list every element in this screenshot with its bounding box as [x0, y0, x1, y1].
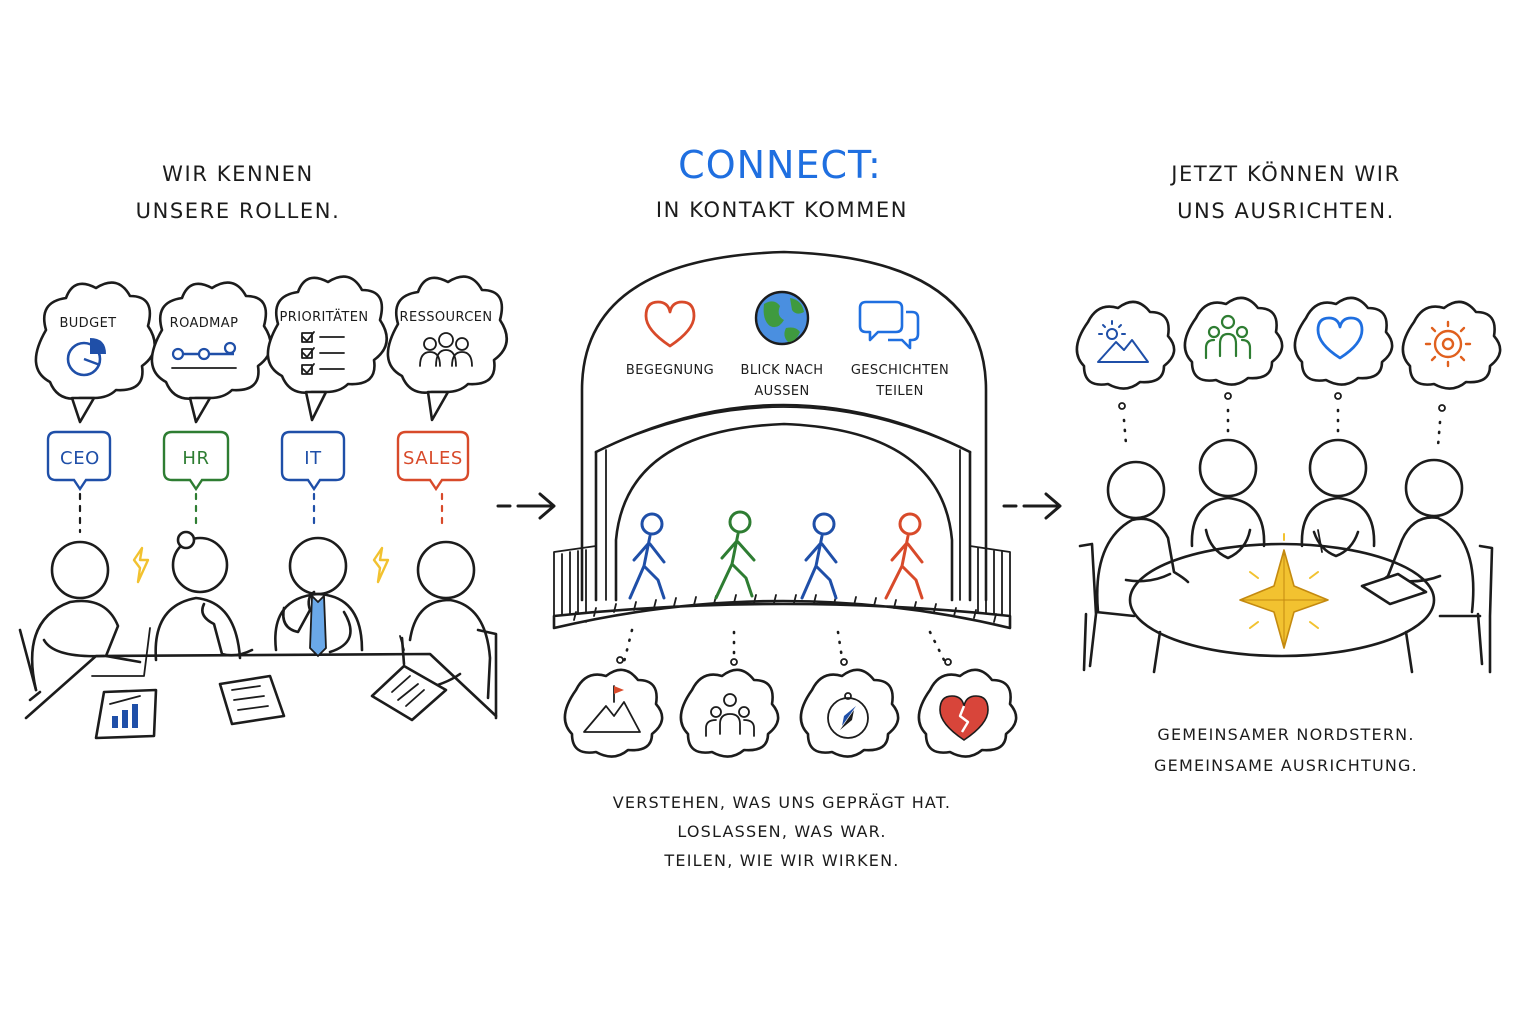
feature-label-outward-2: außen	[754, 384, 809, 399]
mountain-flag-icon	[583, 685, 641, 733]
walker-blue-2	[800, 512, 838, 600]
thought-cloud-priorities: Prioritäten	[266, 275, 388, 422]
thought-label-roadmap: Roadmap	[170, 316, 239, 331]
chair-left	[1078, 542, 1136, 672]
middle-caption-line3: Teilen, wie wir wirken.	[663, 851, 899, 870]
reflection-cloud-heartbreak	[917, 668, 1018, 758]
walker-green	[714, 510, 756, 600]
tablet-icon	[1360, 572, 1428, 606]
role-box-sales: SALES	[396, 430, 470, 532]
dome-outline	[580, 250, 988, 602]
role-label-hr: HR	[182, 448, 209, 469]
clipboard-writing-icon	[370, 664, 448, 722]
thought-cloud-roadmap: Roadmap	[150, 281, 272, 424]
reflection-cloud-family	[679, 668, 780, 758]
gear-icon	[1424, 320, 1472, 368]
aligned-thought-vision	[1075, 300, 1176, 390]
right-caption-line2: Gemeinsame Ausrichtung.	[1154, 756, 1418, 775]
right-panel: Jetzt können wir uns ausrichten.	[1075, 161, 1502, 775]
left-heading-line2: unsere Rollen.	[136, 199, 341, 223]
meeting-table	[24, 652, 498, 720]
role-label-sales: SALES	[403, 448, 463, 469]
reflection-cloud-compass	[799, 668, 900, 758]
right-caption-line1: Gemeinsamer Nordstern.	[1157, 725, 1414, 744]
dashed-arrow-icon	[496, 492, 556, 520]
feature-label-outward-1: Blick nach	[741, 363, 824, 378]
thought-cloud-budget: Budget	[34, 281, 156, 424]
roadmap-icon	[171, 341, 237, 369]
role-box-ceo: CEO	[46, 430, 112, 534]
left-heading-line1: Wir kennen	[162, 162, 314, 186]
role-label-it: IT	[304, 448, 322, 469]
person-aligned-4	[1360, 458, 1475, 614]
feature-label-stories-1: Geschichten	[851, 363, 949, 378]
chair-right	[1438, 544, 1494, 674]
heart-icon	[1316, 316, 1364, 360]
person-hr	[154, 530, 254, 662]
person-aligned-3	[1300, 438, 1376, 558]
thought-label-budget: Budget	[59, 316, 116, 331]
globe-icon	[754, 290, 810, 346]
aligned-thought-heart	[1293, 296, 1394, 386]
report-document-icon	[218, 674, 286, 726]
feature-outward-view: Blick nach außen	[741, 290, 824, 399]
middle-title: Connect:	[678, 143, 882, 187]
role-box-it: IT	[280, 430, 346, 530]
checklist-icon	[301, 331, 345, 375]
compass-icon	[827, 692, 869, 739]
feature-share-stories: Geschichten teilen	[851, 300, 949, 399]
middle-subtitle: in Kontakt kommen	[656, 198, 908, 222]
reflection-cloud-origins	[563, 668, 664, 758]
speech-bubbles-icon	[858, 300, 920, 350]
role-box-hr: HR	[162, 430, 230, 526]
dashed-arrow-icon	[1002, 492, 1062, 520]
left-panel: Wir kennen unsere Rollen. Budget Roadmap	[18, 162, 508, 740]
feature-encounter: Begegnung	[626, 300, 714, 378]
people-group-icon	[419, 332, 473, 367]
person-aligned-2	[1190, 438, 1266, 560]
aligned-thought-gear	[1401, 300, 1502, 390]
lightning-icon	[372, 546, 390, 584]
sun-mountain-icon	[1097, 320, 1149, 363]
north-star-icon	[1239, 533, 1329, 649]
person-aligned-1	[1095, 460, 1190, 614]
family-icon	[705, 693, 755, 737]
person-sales	[399, 540, 498, 720]
middle-panel: Connect: in Kontakt kommen	[552, 143, 1018, 870]
thought-cloud-resources: Ressourcen	[386, 275, 508, 422]
thought-label-resources: Ressourcen	[400, 310, 493, 325]
middle-caption-line2: Loslassen, was war.	[677, 822, 886, 841]
person-ceo	[18, 540, 151, 702]
role-label-ceo: CEO	[60, 448, 100, 469]
broken-heart-icon	[939, 695, 989, 741]
lightning-icon	[132, 546, 150, 584]
pie-chart-icon	[66, 338, 106, 377]
thought-label-priorities: Prioritäten	[280, 309, 369, 325]
middle-caption-line1: Verstehen, was uns geprägt hat.	[613, 793, 951, 812]
team-icon	[1204, 314, 1252, 360]
heart-icon	[644, 300, 696, 348]
aligned-thought-team	[1183, 296, 1284, 386]
bar-chart-document-icon	[94, 688, 158, 740]
walker-orange	[884, 512, 924, 600]
feature-label-stories-2: teilen	[875, 384, 924, 399]
right-heading-line2: uns ausrichten.	[1177, 199, 1395, 223]
right-heading-line1: Jetzt können wir	[1169, 161, 1401, 186]
walker-blue	[628, 512, 666, 600]
bridge-deck	[552, 599, 1012, 630]
feature-label-encounter: Begegnung	[626, 363, 714, 378]
person-it	[274, 536, 364, 658]
inner-tunnel	[614, 422, 954, 602]
